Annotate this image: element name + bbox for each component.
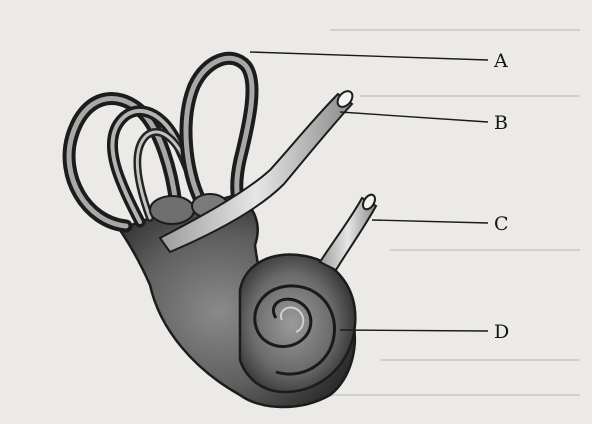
label-d: D (494, 321, 509, 343)
label-c: C (494, 213, 509, 235)
leader-line-d (340, 330, 488, 331)
label-a: A (493, 50, 508, 72)
canal-ampulla (150, 196, 194, 224)
label-b: B (494, 112, 508, 134)
